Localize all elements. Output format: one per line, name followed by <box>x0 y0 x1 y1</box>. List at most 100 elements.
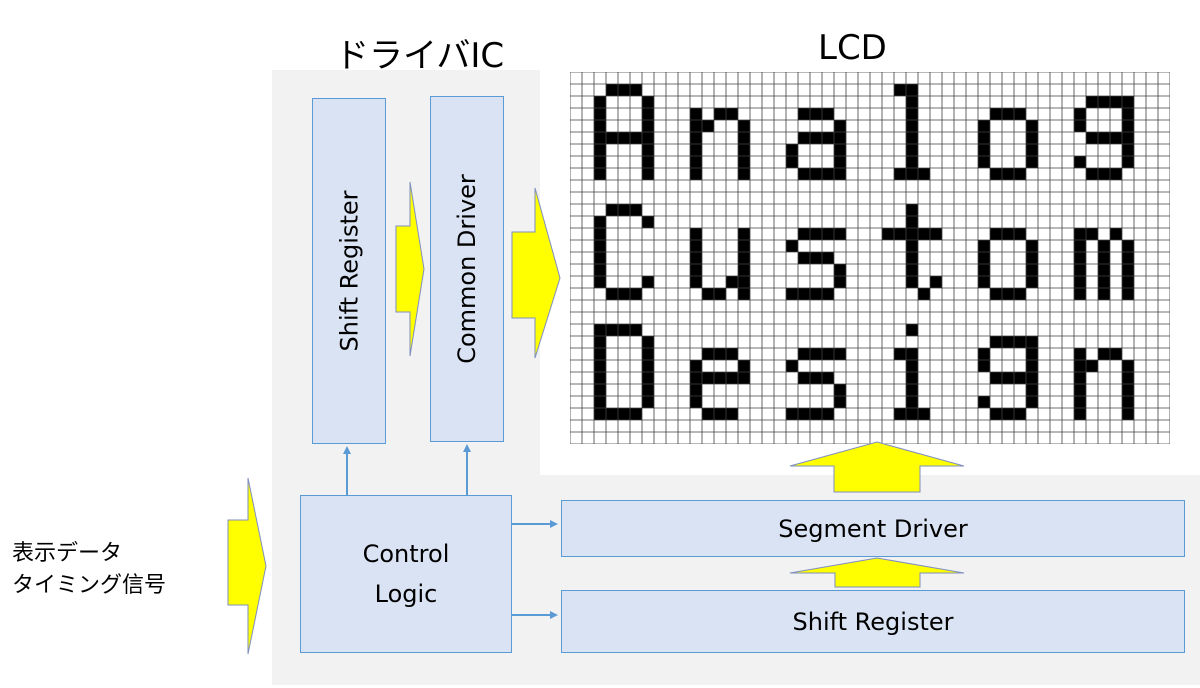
lcd-pixel-on <box>642 108 654 120</box>
lcd-pixel-on <box>906 276 918 288</box>
lcd-pixel-on <box>702 288 714 300</box>
lcd-pixel-on <box>810 168 822 180</box>
lcd-pixel-on <box>930 228 942 240</box>
lcd-pixel-on <box>726 348 738 360</box>
lcd-pixel-on <box>594 336 606 348</box>
lcd-pixel-on <box>714 288 726 300</box>
lcd-pixel-on <box>906 144 918 156</box>
lcd-pixel-on <box>906 120 918 132</box>
lcd-pixel-on <box>1074 228 1086 240</box>
lcd-pixel-on <box>618 84 630 96</box>
lcd-pixel-on <box>978 396 990 408</box>
lcd-pixel-on <box>738 156 750 168</box>
lcd-pixel-on <box>990 168 1002 180</box>
lcd-pixel-on <box>702 348 714 360</box>
lcd-pixel-on <box>906 408 918 420</box>
segment-driver-block: Segment Driver <box>561 500 1185 557</box>
lcd-pixel-on <box>798 288 810 300</box>
lcd-pixel-on <box>990 372 1002 384</box>
lcd-pixel-on <box>594 252 606 264</box>
lcd-pixel-on <box>714 108 726 120</box>
lcd-pixel-on <box>642 360 654 372</box>
lcd-pixel-on <box>1074 396 1086 408</box>
lcd-pixel-on <box>618 408 630 420</box>
lcd-pixel-on <box>906 132 918 144</box>
lcd-pixel-on <box>834 120 846 132</box>
lcd-pixel-on <box>690 120 702 132</box>
lcd-pixel-on <box>978 156 990 168</box>
lcd-pixel-on <box>1026 276 1038 288</box>
lcd-pixel-on <box>1098 348 1110 360</box>
lcd-pixel-on <box>810 108 822 120</box>
lcd-pixel-on <box>1086 132 1098 144</box>
lcd-pixel-on <box>834 228 846 240</box>
lcd-pixel-on <box>1014 228 1026 240</box>
lcd-pixel-on <box>1098 264 1110 276</box>
lcd-pixel-on <box>1122 132 1134 144</box>
lcd-pixel-on <box>594 264 606 276</box>
lcd-pixel-on <box>1026 132 1038 144</box>
lcd-pixel-on <box>594 360 606 372</box>
lcd-pixel-on <box>726 108 738 120</box>
lcd-pixel-on <box>978 240 990 252</box>
lcd-pixel-on <box>1026 156 1038 168</box>
lcd-pixel-on <box>594 408 606 420</box>
lcd-pixel-on <box>1122 108 1134 120</box>
lcd-pixel-on <box>978 276 990 288</box>
lcd-title: LCD <box>818 28 887 68</box>
lcd-pixel-on <box>738 120 750 132</box>
lcd-pixel-on <box>990 336 1002 348</box>
lcd-pixel-on <box>738 168 750 180</box>
lcd-pixel-on <box>786 408 798 420</box>
lcd-pixel-on <box>1074 348 1086 360</box>
lcd-pixel-on <box>798 228 810 240</box>
control-logic-label-line2: Logic <box>374 580 438 608</box>
lcd-pixel-on <box>978 360 990 372</box>
lcd-pixel-on <box>702 408 714 420</box>
lcd-pixel-on <box>630 324 642 336</box>
lcd-pixel-on <box>906 384 918 396</box>
lcd-pixel-on <box>690 108 702 120</box>
lcd-pixel-on <box>834 396 846 408</box>
lcd-pixel-on <box>642 144 654 156</box>
lcd-pixel-on <box>1002 336 1014 348</box>
lcd-pixel-on <box>918 408 930 420</box>
lcd-pixel-on <box>1122 264 1134 276</box>
lcd-pixel-on <box>642 216 654 228</box>
lcd-pixel-on <box>1122 252 1134 264</box>
lcd-pixel-on <box>1122 408 1134 420</box>
lcd-pixel-on <box>1122 240 1134 252</box>
lcd-pixel-on <box>618 204 630 216</box>
shift-to-common-arrow <box>395 181 425 357</box>
lcd-pixel-on <box>606 324 618 336</box>
lcd-pixel-on <box>918 168 930 180</box>
lcd-pixel-on <box>642 120 654 132</box>
lcd-pixel-on <box>1098 288 1110 300</box>
lcd-pixel-on <box>1002 372 1014 384</box>
lcd-pixel-on <box>630 408 642 420</box>
lcd-pixel-on <box>798 408 810 420</box>
lcd-pixel-on <box>798 348 810 360</box>
lcd-pixel-on <box>594 132 606 144</box>
common-driver-block: Common Driver <box>430 96 504 442</box>
lcd-pixel-on <box>894 228 906 240</box>
lcd-pixel-on <box>1014 108 1026 120</box>
lcd-pixel-on <box>690 240 702 252</box>
lcd-pixel-on <box>1014 336 1026 348</box>
lcd-pixel-on <box>894 84 906 96</box>
lcd-pixel-on <box>1074 372 1086 384</box>
lcd-pixel-on <box>1026 144 1038 156</box>
lcd-pixel-on <box>594 240 606 252</box>
lcd-pixel-on <box>834 132 846 144</box>
lcd-pixel-on <box>1074 408 1086 420</box>
lcd-pixel-on <box>1074 120 1086 132</box>
lcd-pixel-on <box>990 228 1002 240</box>
lcd-pixel-on <box>690 228 702 240</box>
lcd-pixel-on <box>1122 96 1134 108</box>
lcd-pixel-on <box>714 408 726 420</box>
lcd-pixel-on <box>1122 372 1134 384</box>
lcd-pixel-on <box>906 84 918 96</box>
lcd-pixel-on <box>810 252 822 264</box>
lcd-pixel-on <box>990 108 1002 120</box>
lcd-pixel-on <box>1098 96 1110 108</box>
